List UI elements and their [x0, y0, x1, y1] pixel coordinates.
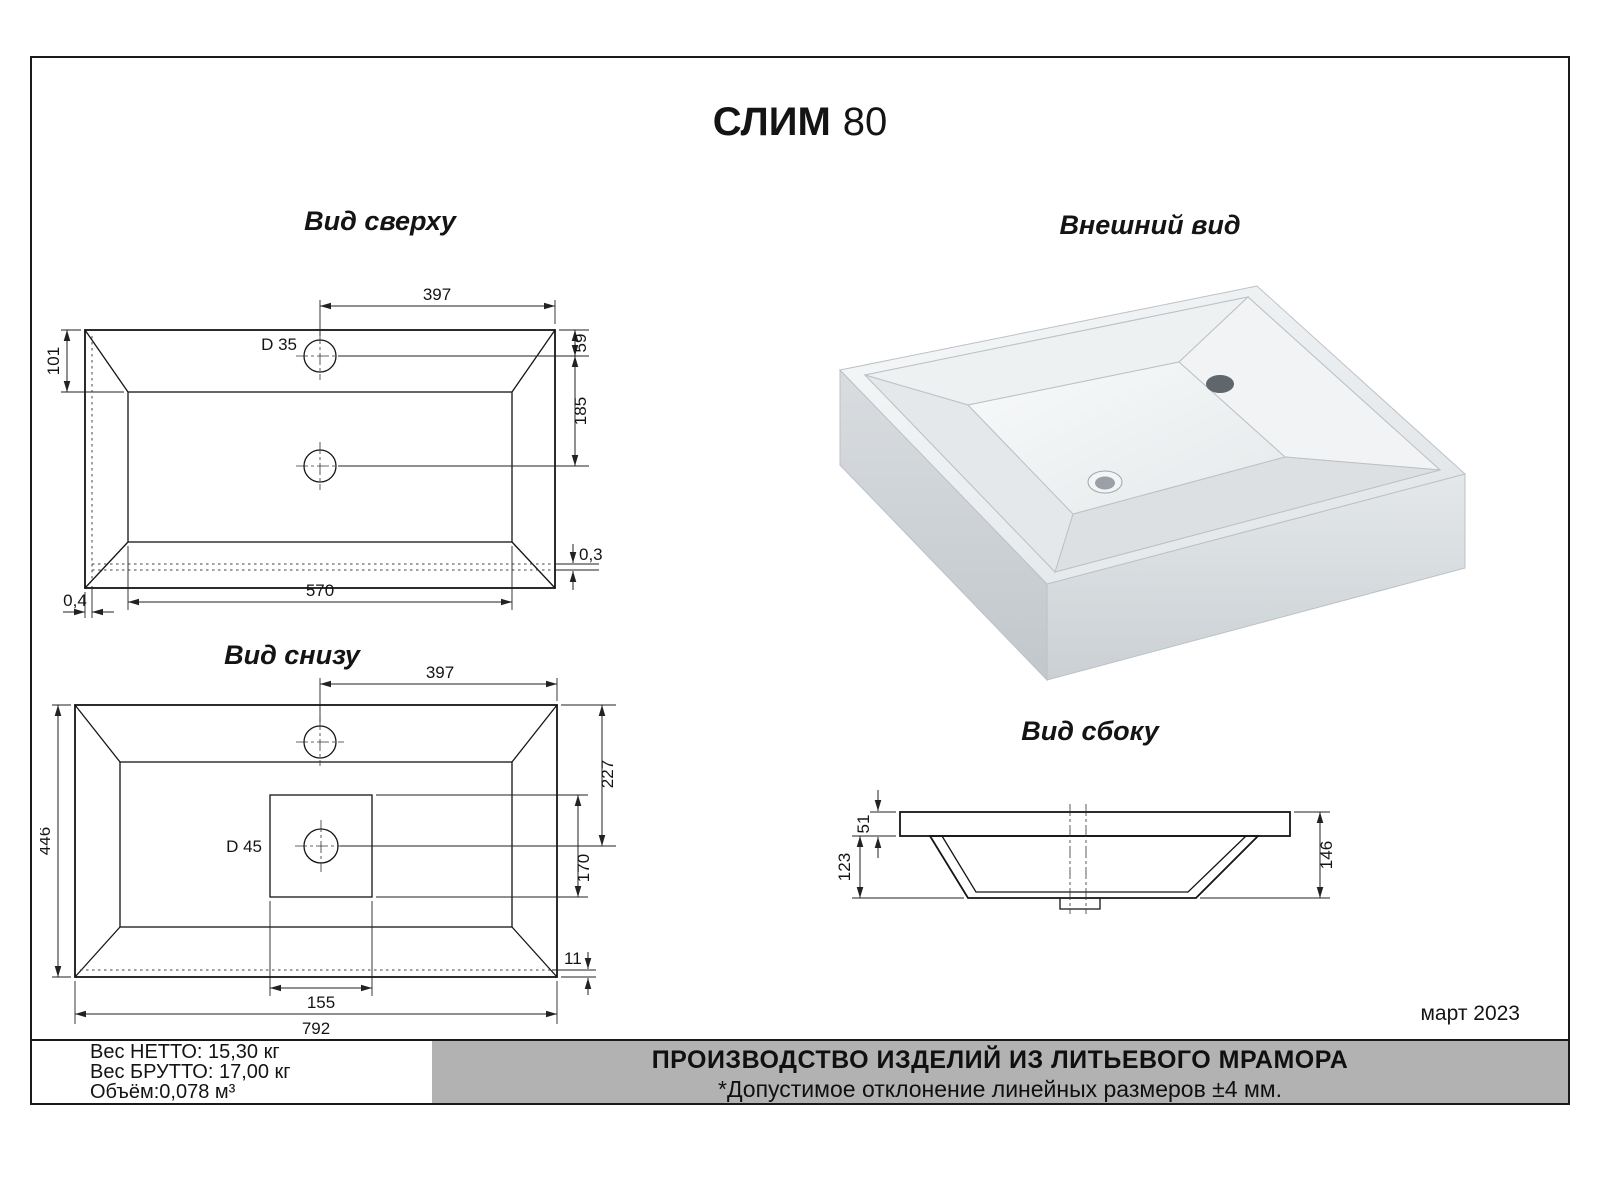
dim-bottom-right-top: 227 — [598, 760, 617, 788]
top-view-dimensions: 397 D 35 101 59 185 570 0,4 — [45, 285, 603, 618]
side-view-outline — [899, 804, 1291, 914]
dim-bottom-width: 792 — [302, 1019, 330, 1038]
net-weight: Вес НЕТТО: 15,30 кг — [90, 1041, 280, 1063]
external-view-label: Внешний вид — [1059, 210, 1241, 240]
dim-bottom-hole-offset: 397 — [426, 663, 454, 682]
faucet-hole — [1206, 375, 1234, 393]
external-view-render — [839, 285, 1467, 682]
side-view-drawing: 51 123 146 — [835, 790, 1336, 914]
bottom-view-label: Вид снизу — [224, 640, 360, 670]
volume: Объём:0,078 м³ — [90, 1081, 236, 1103]
dim-top-right-mid: 185 — [571, 397, 590, 425]
dim-bottom-right-mid: 170 — [574, 854, 593, 882]
dim-top-hole-offset: 397 — [423, 285, 451, 304]
top-view-drawing: 397 D 35 101 59 185 570 0,4 — [45, 285, 603, 618]
tolerance-note: *Допустимое отклонение линейных размеров… — [718, 1076, 1282, 1102]
sink-body — [839, 285, 1467, 682]
top-view-label: Вид сверху — [304, 206, 456, 236]
dim-side-body: 123 — [835, 853, 854, 881]
dim-side-rim: 51 — [854, 815, 873, 834]
revision-date: март 2023 — [1420, 1002, 1520, 1025]
top-view-outline — [84, 329, 556, 589]
dim-top-right-top: 59 — [571, 334, 590, 353]
bottom-view-dimensions: 397 227 170 446 155 11 79 — [40, 663, 617, 1038]
dim-top-gap-left: 0,4 — [63, 591, 87, 610]
model-size: 80 — [842, 100, 888, 144]
gross-weight: Вес БРУТТО: 17,00 кг — [90, 1061, 291, 1083]
bottom-view-drawing: D 45 397 227 170 446 155 — [40, 663, 617, 1038]
weight-info: Вес НЕТТО: 15,30 кг Вес БРУТТО: 17,00 кг… — [32, 1041, 432, 1103]
title-block: Вес НЕТТО: 15,30 кг Вес БРУТТО: 17,00 кг… — [32, 1039, 1568, 1103]
sink-floor — [967, 361, 1287, 515]
bottom-view-drain-boss: D 45 — [226, 794, 373, 898]
dim-side-total: 146 — [1317, 841, 1336, 869]
dim-top-gap-right: 0,3 — [579, 545, 603, 564]
top-view-faucet-hole — [296, 332, 344, 380]
drain-hole — [1095, 476, 1115, 490]
dim-bottom-drain-dia: D 45 — [226, 837, 262, 856]
production-banner: ПРОИЗВОДСТВО ИЗДЕЛИЙ ИЗ ЛИТЬЕВОГО МРАМОР… — [432, 1041, 1568, 1103]
side-view-dimensions: 51 123 146 — [835, 790, 1336, 899]
bottom-view-faucet-hole — [296, 718, 344, 766]
top-view-drain-hole — [296, 442, 344, 490]
dim-top-inner-width: 570 — [306, 581, 334, 600]
dim-bottom-depth: 446 — [40, 827, 54, 855]
dim-top-left-depth: 101 — [45, 347, 63, 375]
model-name: СЛИМ — [712, 100, 831, 144]
dim-bottom-edge-gap: 11 — [564, 949, 582, 968]
production-title: ПРОИЗВОДСТВО ИЗДЕЛИЙ ИЗ ЛИТЬЕВОГО МРАМОР… — [651, 1046, 1349, 1074]
dim-top-hole-dia: D 35 — [261, 335, 297, 354]
bottom-view-outline — [74, 704, 558, 978]
side-view-label: Вид сбоку — [1021, 716, 1159, 746]
dim-bottom-boss-width: 155 — [307, 993, 335, 1012]
